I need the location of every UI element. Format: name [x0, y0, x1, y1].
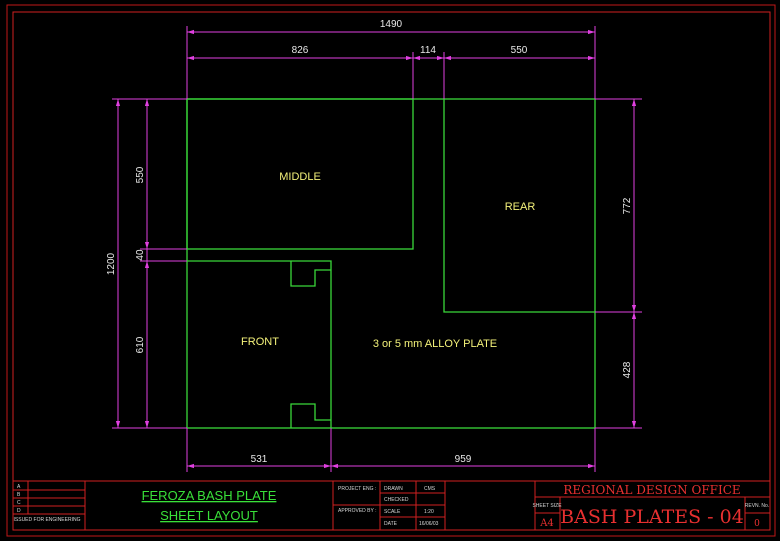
svg-text:B: B	[17, 492, 21, 498]
dim-middle-height: 550	[135, 166, 146, 183]
svg-text:D: D	[17, 508, 21, 514]
approved-label: APPROVED BY :	[338, 508, 377, 514]
date-label: DATE	[384, 521, 398, 527]
sheet-size-value: A4	[539, 518, 554, 529]
dim-rear-height: 772	[622, 197, 633, 214]
dim-lower-right-height: 428	[622, 361, 633, 378]
drawn-value: CMS	[424, 486, 436, 492]
dim-front-width: 531	[251, 454, 268, 465]
dim-front-height: 610	[135, 336, 146, 353]
project-eng-label: PROJECT ENG :	[338, 486, 376, 492]
drawing-title-line1: FEROZA BASH PLATE	[142, 488, 277, 503]
revision-label: REVN. No.	[745, 503, 769, 509]
checked-label: CHECKED	[384, 497, 409, 503]
rear-label: REAR	[505, 201, 536, 213]
front-notch-bottom	[290, 403, 331, 428]
title-block	[13, 480, 770, 530]
drawing-title-line2: SHEET LAYOUT	[160, 508, 258, 523]
dim-gap-width: 114	[420, 45, 436, 56]
sheet-border-inner	[12, 11, 771, 531]
dim-middle-width: 826	[292, 45, 309, 56]
dim-overall-width: 1490	[380, 19, 403, 30]
alloy-plate-note: 3 or 5 mm ALLOY PLATE	[373, 338, 497, 350]
rear-plate-edge	[443, 99, 595, 313]
sheet-size-label: SHEET SIZE	[532, 503, 562, 509]
dim-lower-rest-width: 959	[455, 454, 472, 465]
revision-table: A B C D	[17, 484, 21, 514]
dim-rear-width: 550	[511, 45, 528, 56]
front-label: FRONT	[241, 336, 279, 348]
plate-outline	[186, 98, 596, 429]
drawn-label: DRAWN	[384, 486, 403, 492]
scale-value: 1:20	[424, 509, 434, 515]
front-notch-top	[290, 261, 331, 287]
front-plate-edge	[187, 260, 332, 428]
issue-status: ISSUED FOR ENGINEERING	[14, 517, 81, 523]
scale-label: SCALE	[384, 509, 401, 515]
revision-value: 0	[754, 519, 760, 529]
svg-text:C: C	[17, 500, 21, 506]
office-name: REGIONAL DESIGN OFFICE	[563, 483, 740, 497]
sheet-border-outer	[6, 4, 776, 537]
date-value: 16/06/03	[419, 521, 439, 527]
dim-overall-height: 1200	[106, 252, 117, 275]
drawing-number: BASH PLATES - 04	[560, 506, 744, 528]
dim-gap-height: 40	[135, 249, 146, 261]
svg-text:A: A	[17, 484, 21, 490]
middle-label: MIDDLE	[279, 171, 321, 183]
middle-plate	[186, 98, 414, 250]
